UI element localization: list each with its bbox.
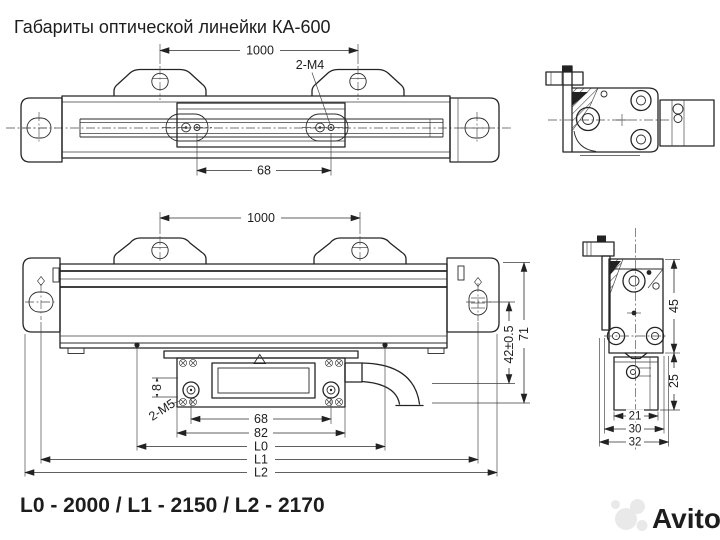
- side-view: [582, 228, 668, 450]
- dim-l1: L1: [254, 453, 268, 467]
- dim-top-holes: 68: [257, 164, 271, 178]
- head-screws: [179, 359, 343, 406]
- front-view: [22, 237, 500, 408]
- dim-height-total: 71: [517, 327, 531, 341]
- length-variants-note: L0 - 2000 / L1 - 2150 / L2 - 2170: [20, 494, 325, 517]
- dim-side-total-width: 32: [629, 437, 642, 449]
- side-view-dimensions: 45 25 21 30 32: [598, 258, 682, 449]
- dim-height-center: 42±0.5: [502, 325, 516, 363]
- thread-label-2m5: 2-M5: [146, 396, 178, 423]
- avito-watermark: Avito: [611, 499, 720, 534]
- watermark-logo-circle-large: [615, 508, 637, 530]
- dim-l0: L0: [254, 440, 268, 454]
- watermark-brand-text: Avito: [652, 503, 720, 534]
- dim-side-body-width: 30: [629, 424, 642, 436]
- watermark-logo-circle-tiny: [611, 500, 620, 509]
- dim-slot-8: 8: [150, 384, 164, 391]
- dim-front-span: 1000: [247, 211, 275, 225]
- watermark-logo-circle-medium: [630, 499, 645, 514]
- dim-l2: L2: [254, 466, 268, 480]
- thread-label-2m4: 2-M4: [296, 58, 325, 72]
- head-section-view: [545, 65, 715, 156]
- dim-front-head: 82: [254, 426, 268, 440]
- top-view-dimensions: 1000 2-M4 68: [159, 44, 359, 178]
- dim-side-upper: 45: [667, 299, 681, 313]
- top-view: [6, 68, 512, 163]
- dim-side-head-width: 21: [629, 411, 642, 423]
- front-view-dimensions: 1000 8 2-M5 68 82 L0 L1: [24, 211, 532, 480]
- page-title: Габариты оптической линейки КА-600: [14, 17, 331, 37]
- dim-top-span: 1000: [246, 44, 274, 58]
- dim-side-lower: 25: [667, 374, 681, 388]
- dim-front-screws: 68: [254, 412, 268, 426]
- watermark-logo-circle-small: [636, 520, 648, 531]
